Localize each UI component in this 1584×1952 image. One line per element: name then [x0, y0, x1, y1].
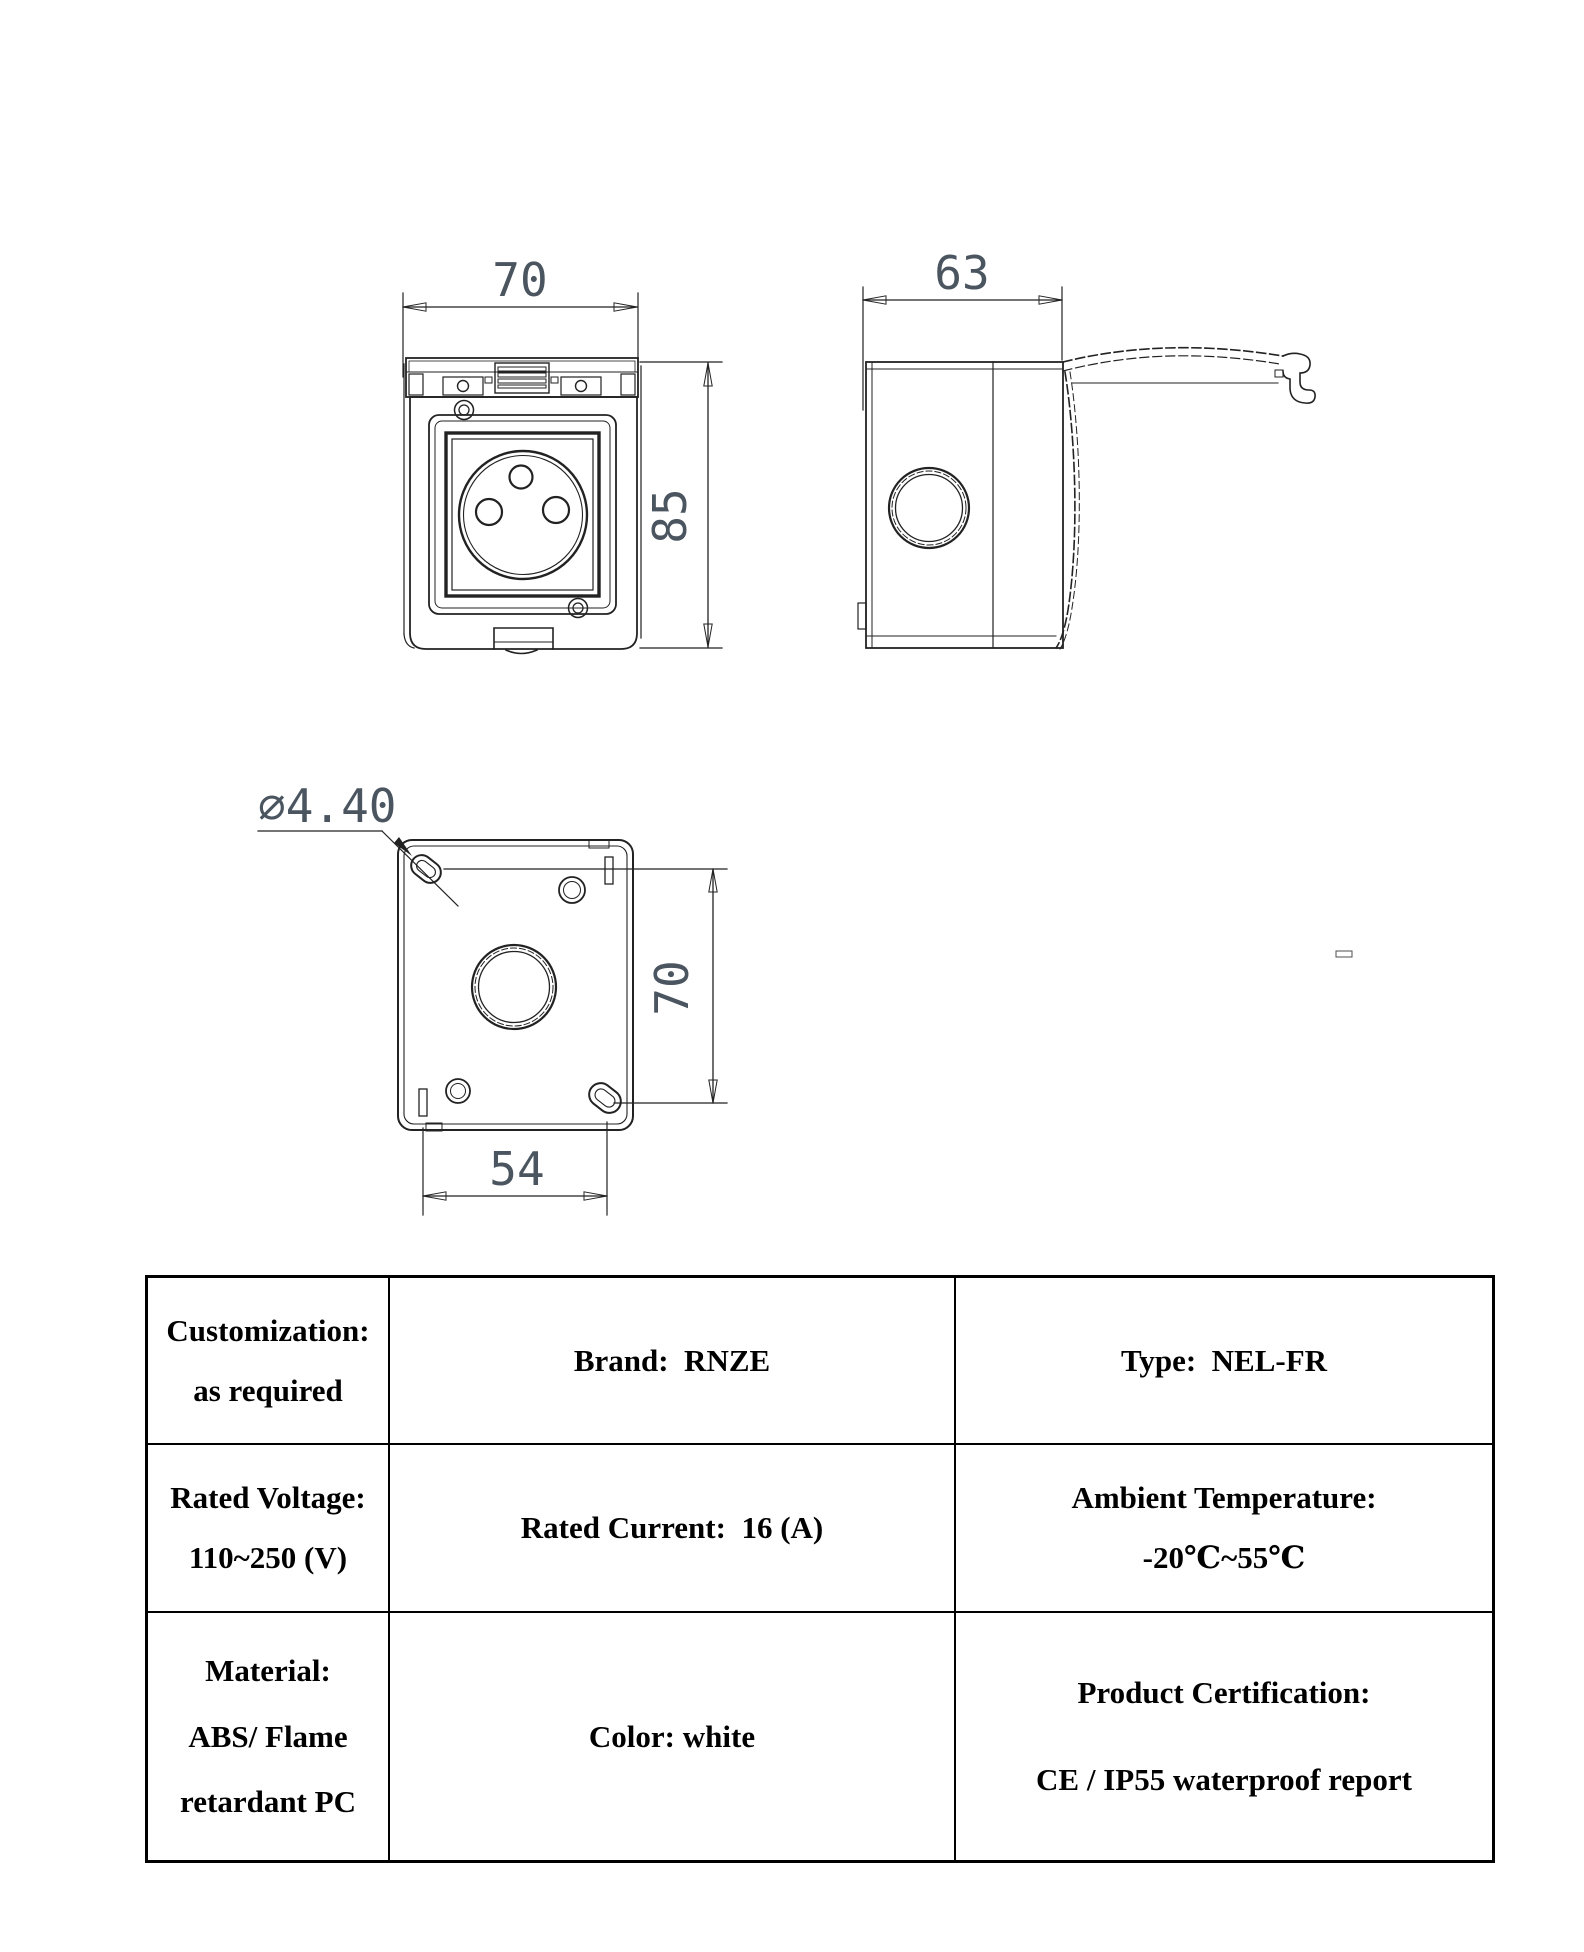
- spec-cell-r1c3: Type: NEL-FR: [956, 1278, 1492, 1445]
- spec-cell-r3c3-line1: Product Certification:: [1077, 1674, 1371, 1710]
- socket-recess-circle: [457, 449, 589, 581]
- cable-entry-hole: [887, 466, 971, 550]
- face-screw-top: [453, 399, 475, 421]
- spec-cell-r3c1: Material: ABS/ Flame retardant PC: [148, 1613, 390, 1860]
- knockout-slot-bottom: [418, 1088, 428, 1117]
- spec-cell-r3c1-line2: ABS/ Flame: [188, 1718, 348, 1754]
- spec-cell-r3c2: Color: white: [390, 1613, 956, 1860]
- side-view: 63: [857, 246, 1316, 650]
- spec-cell-r1c2-line1: Brand: RNZE: [573, 1342, 771, 1378]
- spec-cell-r1c1-line1: Customization:: [166, 1312, 370, 1348]
- back-view: ∅4.40: [257, 779, 728, 1216]
- side-body: [857, 361, 1064, 649]
- knockout-slot-top: [604, 856, 614, 885]
- spec-cell-r2c3: Ambient Temperature: -20℃~55℃: [956, 1445, 1492, 1613]
- front-width-label: 70: [492, 253, 547, 307]
- front-width-dimension: 70: [402, 253, 639, 378]
- front-height-dimension: 85: [639, 361, 723, 649]
- cable-entry-hole-back: [470, 943, 558, 1031]
- neutral-pin-hole: [541, 495, 571, 525]
- side-depth-dimension: 63: [862, 246, 1063, 411]
- spec-cell-r3c1-line1: Material:: [205, 1653, 331, 1689]
- spec-cell-r2c1: Rated Voltage: 110~250 (V): [148, 1445, 390, 1613]
- hole-diameter-callout: ∅4.40: [257, 779, 459, 907]
- front-height-label: 85: [643, 488, 697, 543]
- spec-cell-r1c2: Brand: RNZE: [390, 1278, 956, 1445]
- open-lid-profile: [1062, 346, 1316, 404]
- spec-cell-r3c3: Product Certification: CE / IP55 waterpro…: [956, 1613, 1492, 1860]
- front-body: [403, 363, 642, 650]
- side-depth-label: 63: [934, 246, 989, 300]
- spec-cell-r3c1-line3: retardant PC: [180, 1784, 356, 1820]
- spec-cell-r3c3-line2: CE / IP55 waterproof report: [1036, 1762, 1412, 1798]
- spec-cell-r2c2: Rated Current: 16 (A): [390, 1445, 956, 1613]
- spec-cell-r2c3-line2: -20℃~55℃: [1142, 1540, 1306, 1576]
- face-screw-bottom: [567, 597, 589, 619]
- back-body: [397, 839, 634, 1132]
- live-pin-hole: [474, 497, 504, 527]
- lid-hook: [1281, 352, 1316, 404]
- spec-table: Customization: as required Brand: RNZE Type…: [145, 1275, 1495, 1863]
- front-view: 70 85: [402, 253, 723, 655]
- hole-diameter-label: ∅4.40: [258, 779, 396, 833]
- back-horizontal-label: 54: [489, 1142, 544, 1196]
- lid-hinge-strip: [405, 357, 639, 398]
- mounting-slot-top-left: [410, 854, 442, 884]
- technical-drawing: 70 85: [257, 246, 1353, 1216]
- screw-boss-top-right: [558, 876, 586, 904]
- hinge-screw-left: [456, 379, 470, 393]
- back-vertical-dimension: 70: [443, 868, 728, 1104]
- lid-latch: [493, 627, 554, 655]
- top-cable-notch: [588, 839, 610, 849]
- spec-cell-r1c1-line2: as required: [193, 1372, 343, 1408]
- spec-cell-r1c1: Customization: as required: [148, 1278, 390, 1445]
- spec-cell-r2c2-line1: Rated Current: 16 (A): [520, 1510, 824, 1546]
- earth-pin-hole: [508, 464, 534, 490]
- spec-cell-r1c3-line1: Type: NEL-FR: [1120, 1342, 1328, 1378]
- mounting-slot-bottom-right: [588, 1082, 622, 1114]
- closed-lid-phantom: [1054, 371, 1080, 650]
- back-horizontal-dimension: 54: [422, 1121, 608, 1216]
- spec-cell-r3c2-line1: Color: white: [588, 1718, 756, 1754]
- back-vertical-label: 70: [645, 960, 699, 1015]
- hinge-screw-right: [574, 379, 588, 393]
- spec-cell-r2c3-line1: Ambient Temperature:: [1071, 1479, 1377, 1515]
- bottom-cable-notch: [425, 1122, 443, 1132]
- spec-cell-r2c1-line2: 110~250 (V): [188, 1540, 348, 1576]
- spec-cell-r2c1-line1: Rated Voltage:: [170, 1479, 366, 1515]
- mount-clip: [857, 602, 867, 630]
- screw-boss-bottom-left: [445, 1078, 471, 1104]
- socket-face-plate: [428, 399, 617, 619]
- stray-dash-mark: [1335, 950, 1353, 958]
